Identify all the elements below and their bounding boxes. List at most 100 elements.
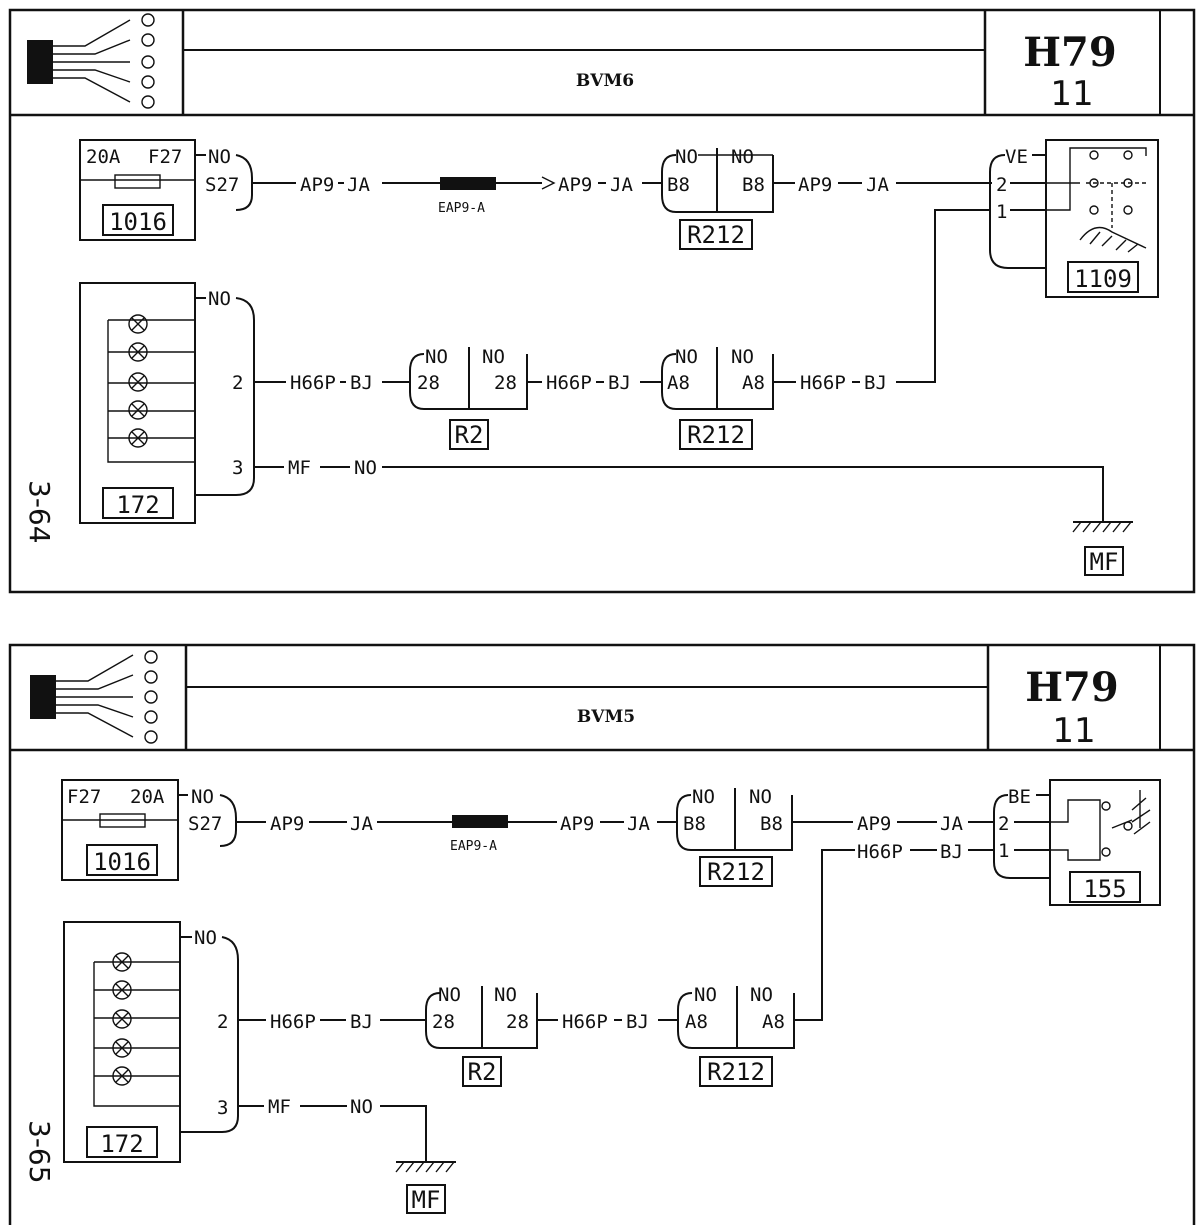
lamp-pin: 3 [232, 457, 243, 479]
connector-pin: 28 [417, 372, 440, 394]
connector-name: R212 [707, 858, 765, 886]
connector-r212-b8: NO NO B8 B8 R212 [661, 146, 774, 250]
ground-wire-code: MF [288, 457, 311, 479]
connector-pin: 28 [506, 1011, 529, 1033]
connector-wire-color: NO [749, 786, 772, 808]
fuse-terminal: S27 [188, 813, 222, 835]
feed-wire-color: JA [347, 174, 370, 196]
fuse-box-1016: F27 20A 1016 [61, 779, 179, 881]
return-wire-code: H66P [562, 1011, 608, 1033]
feed-wire-code: AP9 [558, 174, 592, 196]
fuse-name: F27 [148, 146, 182, 168]
lamp-wire-color: NO [194, 927, 217, 949]
connector-r2: NO NO 28 28 R2 [425, 984, 538, 1087]
feed-wire-code: AP9 [300, 174, 334, 196]
ground-name: MF [1090, 548, 1119, 576]
connector-name: R212 [707, 1058, 765, 1086]
connector-wire-color: NO [482, 346, 505, 368]
connector-r212-a8: NO NO A8 A8 R212 [677, 984, 795, 1087]
switch-pin: 1 [998, 840, 1009, 862]
fuse-wire-color: NO [208, 146, 231, 168]
connector-wire-color: NO [731, 146, 754, 168]
connector-r212-b8: NO NO B8 B8 R212 [676, 786, 793, 887]
return-wire-color: BJ [608, 372, 631, 394]
switch-wire-color: VE [1005, 146, 1028, 168]
panel-bvm5: BVM5 H79 11 3-65 F27 20A 1016 NO S27 AP9… [8, 643, 1196, 1225]
ground-wire-color: NO [354, 457, 377, 479]
diagram-title: BVM5 [577, 707, 635, 727]
connector-r212-a8: NO NO A8 A8 R212 [661, 346, 774, 450]
component-number: 155 [1083, 875, 1126, 903]
connector-logo-icon [27, 13, 155, 109]
feed-wire-code: AP9 [560, 813, 594, 835]
switch-155: BE 2 1 155 [993, 779, 1161, 906]
connector-wire-color: NO [675, 346, 698, 368]
ground-icon [395, 1161, 456, 1173]
connector-r2: NO NO 28 28 R2 [409, 346, 528, 450]
lamp-unit-172: 172 [79, 282, 196, 524]
connector-wire-color: NO [425, 346, 448, 368]
connector-wire-color: NO [494, 984, 517, 1006]
connector-pin: 28 [494, 372, 517, 394]
connector-pin: B8 [760, 813, 783, 835]
feed-wire-color: JA [866, 174, 889, 196]
splice-eap9a-marker [440, 177, 496, 190]
fuse-rating: 20A [86, 146, 121, 168]
switch-pin: 2 [996, 174, 1007, 196]
connector-wire-color: NO [438, 984, 461, 1006]
connector-wire-color: NO [750, 984, 773, 1006]
component-number: 172 [100, 1130, 143, 1158]
return-wire-color: BJ [350, 372, 373, 394]
return-wire-color: BJ [940, 841, 963, 863]
diagram-code: H79 [1025, 664, 1118, 711]
connector-pin: A8 [742, 372, 765, 394]
lamp-pin: 3 [217, 1097, 228, 1119]
return-wire-color: BJ [350, 1011, 373, 1033]
connector-logo-icon [30, 650, 158, 744]
return-wire-code: H66P [800, 372, 846, 394]
component-number: 1109 [1074, 265, 1132, 293]
connector-wire-color: NO [692, 786, 715, 808]
lamp-icon [128, 314, 148, 448]
lamp-icon [112, 952, 132, 1086]
feed-wire-code: AP9 [798, 174, 832, 196]
diagram-code: H79 [1023, 29, 1116, 76]
fuse-terminal: S27 [205, 174, 239, 196]
splice-label: EAP9-A [450, 839, 497, 854]
feed-wire-color: JA [627, 813, 650, 835]
return-wire-code: H66P [546, 372, 592, 394]
switch-pin: 2 [998, 813, 1009, 835]
component-number: 1016 [109, 208, 167, 236]
side-reference: 3-65 [23, 1120, 56, 1184]
lamp-unit-172: 172 [63, 921, 181, 1163]
connector-pin: A8 [685, 1011, 708, 1033]
connector-name: R2 [455, 421, 484, 449]
connector-wire-color: NO [731, 346, 754, 368]
lamp-wire-color: NO [208, 288, 231, 310]
fuse-name: F27 [67, 786, 101, 808]
connector-pin: B8 [742, 174, 765, 196]
lamp-pin: 2 [232, 372, 243, 394]
ground-wire-color: NO [350, 1096, 373, 1118]
switch-pin: 1 [996, 201, 1007, 223]
splice-label: EAP9-A [438, 201, 485, 216]
connector-name: R212 [687, 221, 745, 249]
feed-wire-color: JA [350, 813, 373, 835]
component-number: 172 [116, 491, 159, 519]
ground-wire-code: MF [268, 1096, 291, 1118]
page-number: 11 [1050, 74, 1093, 114]
connector-pin: B8 [683, 813, 706, 835]
fuse-wire-color: NO [191, 786, 214, 808]
splice-eap9a-marker [452, 815, 508, 828]
page-number: 11 [1052, 711, 1095, 751]
component-number: 1016 [93, 848, 151, 876]
connector-name: R212 [687, 421, 745, 449]
connector-pin: A8 [762, 1011, 785, 1033]
ground-name: MF [412, 1186, 441, 1214]
connector-pin: 28 [432, 1011, 455, 1033]
switch-1109: VE 2 1 1109 [989, 139, 1159, 298]
feed-wire-code: AP9 [270, 813, 304, 835]
connector-pin: B8 [667, 174, 690, 196]
fuse-rating: 20A [130, 786, 165, 808]
